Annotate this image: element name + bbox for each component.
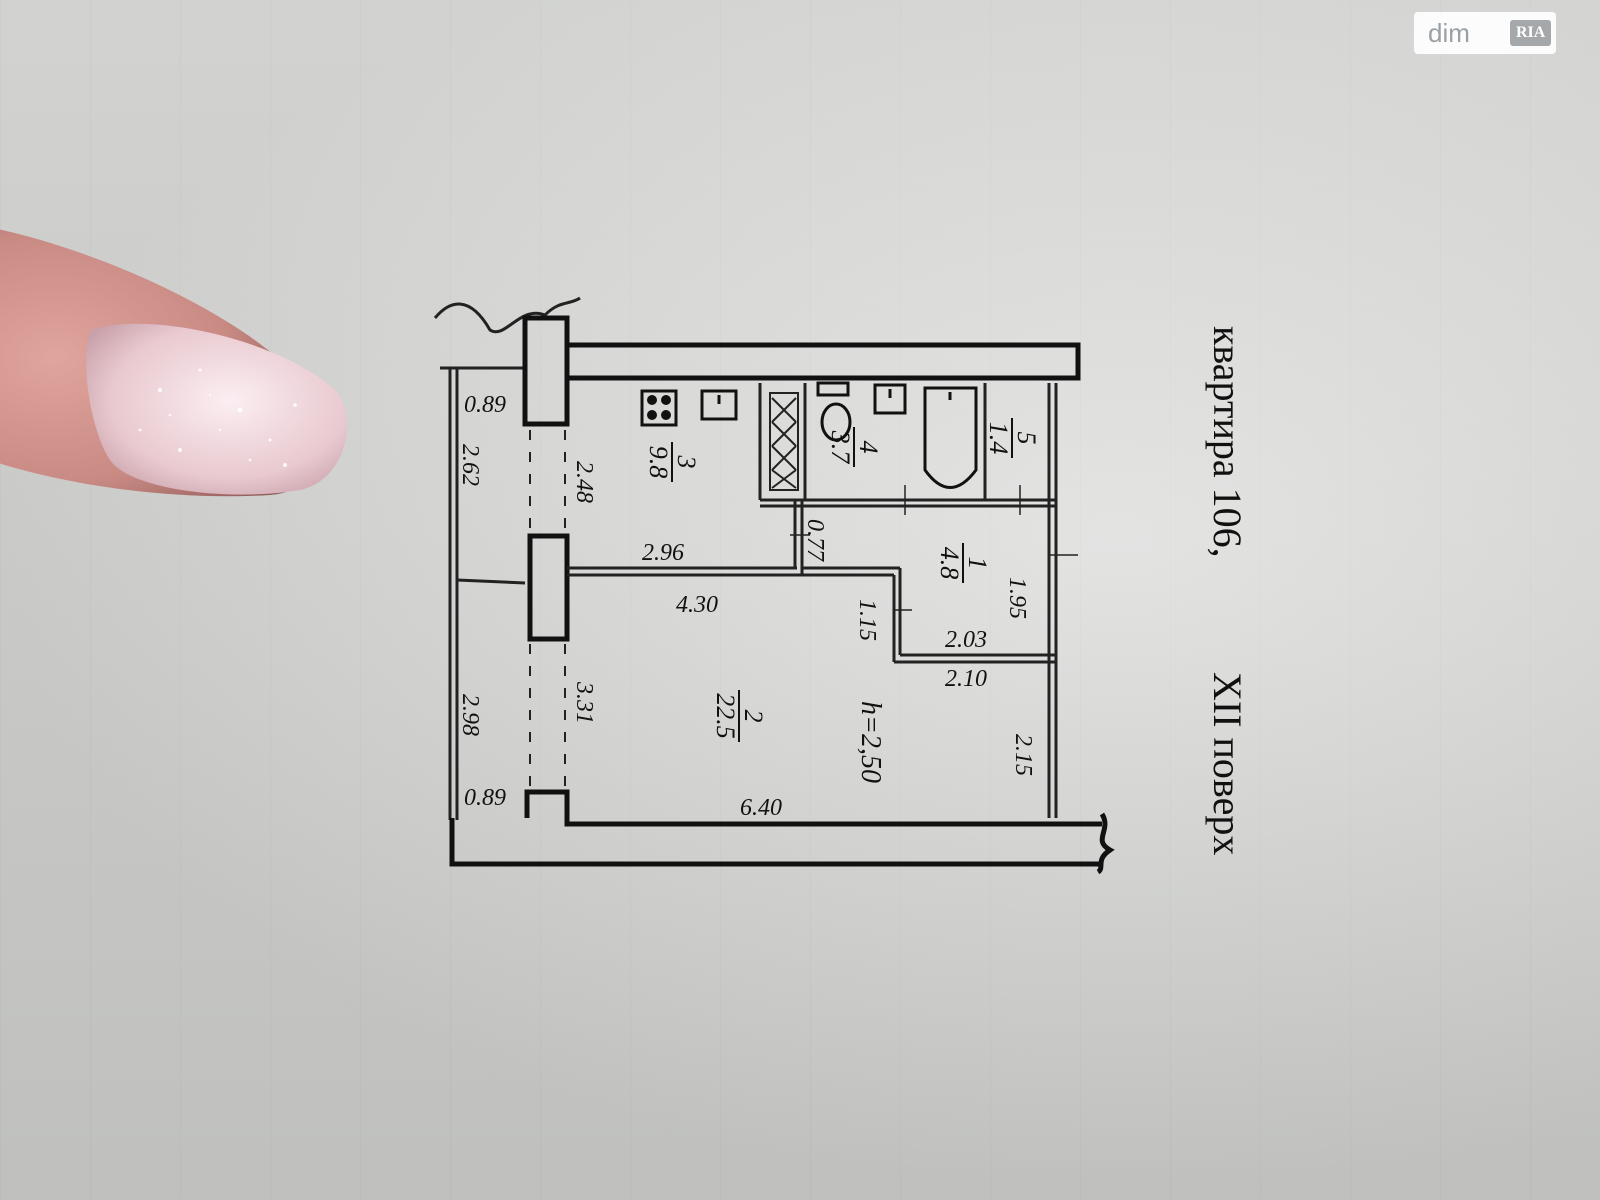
- dim-balcony-bottom-length: 2.98: [457, 694, 483, 736]
- toilet-icon: [816, 381, 852, 442]
- room-number-1: 1: [963, 557, 992, 570]
- bathtub-icon: [923, 386, 978, 489]
- interior-walls: [567, 383, 1058, 818]
- dim-kitchen-window: 2.48: [571, 461, 597, 503]
- room-area-5: 1.4: [984, 422, 1013, 455]
- vent-shaft-icon: [769, 392, 799, 491]
- floor-number: XII поверх: [1205, 672, 1250, 855]
- apartment-number: квартира 106,: [1205, 326, 1250, 558]
- dim-ria-watermark: dim RIA: [1414, 12, 1556, 54]
- room-area-3: 9.8: [644, 446, 673, 479]
- dim-room-window: 3.31: [571, 681, 597, 724]
- room-area-2: 22.5: [711, 693, 740, 739]
- room-labels: 3 9.8 4 3.7 5 1.4 1 4.8 2 2: [644, 418, 1041, 742]
- dim-room-width: 4.30: [676, 592, 718, 618]
- dim-hall-width: 2.03: [945, 627, 987, 653]
- room-area-1: 4.8: [935, 547, 964, 580]
- sink-icon: [700, 383, 907, 421]
- watermark-brand: dim: [1428, 17, 1470, 48]
- dim-room-length: 6.40: [740, 795, 782, 821]
- room-area-4: 3.7: [826, 430, 855, 465]
- dim-entry-width: 2.10: [945, 666, 987, 692]
- dim-kitchen-door: 0.77: [802, 519, 828, 562]
- finger-photo: [0, 229, 348, 497]
- plan-caption: квартира 106, XII поверх: [1205, 326, 1250, 855]
- dim-kitchen-width: 2.96: [642, 540, 684, 566]
- dim-entry-depth: 2.15: [1010, 734, 1036, 776]
- room-number-3: 3: [672, 455, 701, 469]
- door-marks: [790, 485, 1078, 611]
- stove-icon: [640, 389, 678, 427]
- dim-hall-step: 1.15: [854, 599, 880, 641]
- room-number-4: 4: [854, 441, 883, 454]
- dim-hall-depth: 1.95: [1004, 577, 1030, 619]
- dimension-labels: 0.89 0.89 2.96 4.30 2.03 2.10 6.40 2.62 …: [457, 392, 1036, 821]
- balcony-outline: [433, 296, 581, 820]
- dim-balcony-top-length: 2.62: [457, 444, 483, 486]
- window-dashes: [529, 430, 566, 790]
- room-number-2: 2: [739, 710, 768, 723]
- dim-balcony-top-width: 0.89: [464, 392, 506, 418]
- dim-balcony-bottom-width: 0.89: [464, 785, 506, 811]
- ceiling-height: h=2,50: [855, 701, 886, 783]
- watermark-logo: RIA: [1510, 20, 1552, 46]
- room-number-5: 5: [1012, 432, 1041, 445]
- exterior-walls: [449, 315, 1115, 875]
